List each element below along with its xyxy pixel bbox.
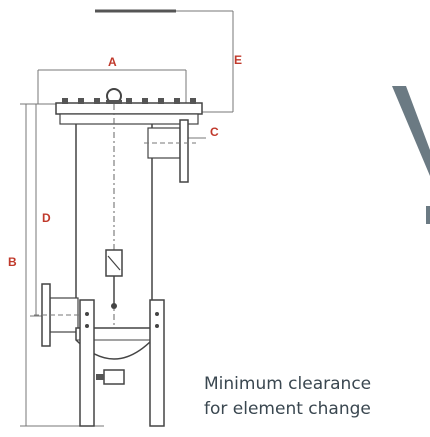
caption-line-1: Minimum clearance xyxy=(204,374,372,394)
leg-bolt xyxy=(155,324,159,328)
dimension-label-a: A xyxy=(108,55,117,69)
lid-bolts xyxy=(62,98,196,104)
support-leg-left xyxy=(79,299,95,427)
drain-valve-handle xyxy=(96,374,104,380)
drain-valve xyxy=(103,369,125,385)
element-rod-end xyxy=(111,303,117,309)
housing-lid xyxy=(55,102,203,115)
dimension-label-e: E xyxy=(234,53,243,67)
dimension-label-d: D xyxy=(42,211,51,225)
caption-line-2: for element change xyxy=(204,399,371,419)
leg-bolt xyxy=(155,312,159,316)
leg-bolt xyxy=(85,312,89,316)
clearance-caption: Minimum clearance for element change xyxy=(204,372,430,422)
lifting-eye-base xyxy=(106,100,122,104)
dimension-label-c: C xyxy=(210,125,219,139)
dimension-label-b: B xyxy=(8,255,17,269)
support-leg-right xyxy=(149,299,165,427)
cropped-graphic-shape xyxy=(392,86,430,176)
element-indicator-mark xyxy=(107,255,121,271)
leg-bolt xyxy=(85,324,89,328)
outlet-flange xyxy=(179,119,189,183)
cropped-graphic-bar xyxy=(426,206,430,224)
housing-flange xyxy=(59,113,199,125)
